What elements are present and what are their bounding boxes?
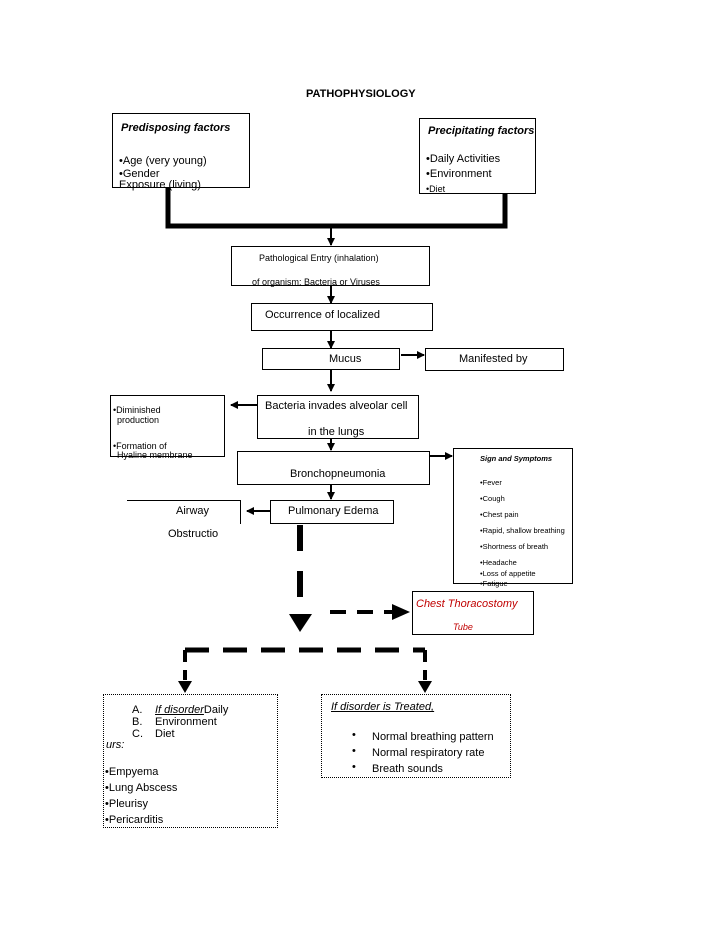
untreated-urs: urs: (106, 739, 125, 751)
chest-tube-line2: Tube (453, 622, 473, 632)
bracket-connector (165, 188, 508, 229)
symptom-item: •Chest pain (480, 510, 519, 519)
airway-line1: Airway (176, 505, 210, 517)
symptom-item: •Shortness of breath (480, 542, 549, 551)
manifested-by-text: Manifested by (459, 353, 528, 365)
pathological-entry-line1: Pathological Entry (inhalation) (259, 253, 379, 263)
diminished-box: •Diminished production •Formation of Hya… (110, 395, 225, 460)
predisposing-item: •Gender (119, 168, 160, 180)
symptom-item: •Fever (480, 478, 502, 487)
manifested-by-box: Manifested by (425, 348, 564, 371)
chest-tube-line1: Chest Thoracostomy (416, 598, 518, 610)
treated-item: Normal respiratory rate (372, 747, 485, 759)
bronchopneumonia-box: Bronchopneumonia (237, 451, 430, 485)
airway-box: Airway Obstructio (127, 500, 241, 540)
treated-heading: If disorder is Treated, (331, 701, 435, 713)
occurrence-box: Occurrence of localized (251, 303, 433, 331)
symptom-item: •Cough (480, 494, 505, 503)
symptom-item: •Rapid, shallow breathing (480, 526, 565, 535)
precipitating-item: •Environment (426, 168, 492, 180)
signs-symptoms-heading: Sign and Symptoms (480, 454, 553, 463)
treated-bullet: • (352, 761, 356, 773)
diminished-line4: Hyaline membrane (117, 450, 193, 460)
occurrence-text: Occurrence of localized (265, 309, 380, 321)
untreated-item-c: Diet (155, 728, 175, 740)
complication-item: •Lung Abscess (105, 782, 178, 794)
mucus-box: Mucus (262, 348, 400, 370)
diminished-line2: production (117, 415, 160, 425)
predisposing-item: •Age (very young) (119, 155, 207, 167)
treated-bullet: • (352, 745, 356, 757)
chest-thoracostomy-box: Chest Thoracostomy Tube (412, 591, 534, 635)
pathological-entry-box: Pathological Entry (inhalation) of organ… (231, 246, 430, 287)
pathological-entry-line2: of organism: Bacteria or Viruses (252, 277, 380, 287)
mucus-text: Mucus (329, 353, 362, 365)
list-letter: C. (132, 728, 143, 740)
left-down-arrowhead (178, 681, 192, 693)
untreated-item-b: Environment (155, 716, 217, 728)
bacteria-line1: Bacteria invades alveolar cell (265, 400, 408, 412)
predisposing-factors-box: Predisposing factors •Age (very young) •… (112, 113, 250, 191)
precipitating-heading: Precipitating factors (428, 125, 535, 137)
symptom-item: •Headache (480, 558, 517, 567)
precipitating-item: •Diet (426, 184, 446, 194)
bacteria-line2: in the lungs (308, 426, 365, 438)
untreated-box: A. If disorderDaily B. Environment C. Di… (103, 694, 278, 828)
diminished-line1: •Diminished (113, 405, 161, 415)
symptom-item: •Fatigue (480, 579, 508, 588)
treated-box: If disorder is Treated, • Normal breathi… (321, 694, 511, 778)
predisposing-item: Exposure (living) (119, 179, 201, 191)
symptom-item: •Loss of appetite (480, 569, 536, 578)
dashed-right-arrowhead (392, 604, 410, 620)
untreated-item-a: If disorderDaily (155, 704, 229, 716)
bacteria-box: Bacteria invades alveolar cell in the lu… (257, 395, 419, 439)
treated-bullet: • (352, 729, 356, 741)
bronchopneumonia-text: Bronchopneumonia (290, 468, 386, 480)
pulmonary-edema-box: Pulmonary Edema (270, 500, 394, 524)
precipitating-item: •Daily Activities (426, 153, 501, 165)
list-letter: B. (132, 716, 143, 728)
predisposing-heading: Predisposing factors (121, 122, 231, 134)
complication-item: •Empyema (105, 766, 159, 778)
airway-line2: Obstructio (168, 528, 219, 540)
diminished-line3: •Formation of (113, 441, 167, 451)
complication-item: •Pleurisy (105, 798, 148, 810)
treated-item: Breath sounds (372, 763, 443, 775)
right-down-arrowhead (418, 681, 432, 693)
dashed-down-arrowhead (289, 614, 312, 632)
signs-symptoms-box: Sign and Symptoms •Fever •Cough •Chest p… (453, 448, 573, 588)
pulmonary-edema-text: Pulmonary Edema (288, 505, 379, 517)
page-title: PATHOPHYSIOLOGY (306, 88, 416, 100)
precipitating-factors-box: Precipitating factors •Daily Activities … (419, 118, 536, 194)
treated-item: Normal breathing pattern (372, 731, 494, 743)
list-letter: A. (132, 704, 143, 716)
complication-item: •Pericarditis (105, 814, 164, 826)
